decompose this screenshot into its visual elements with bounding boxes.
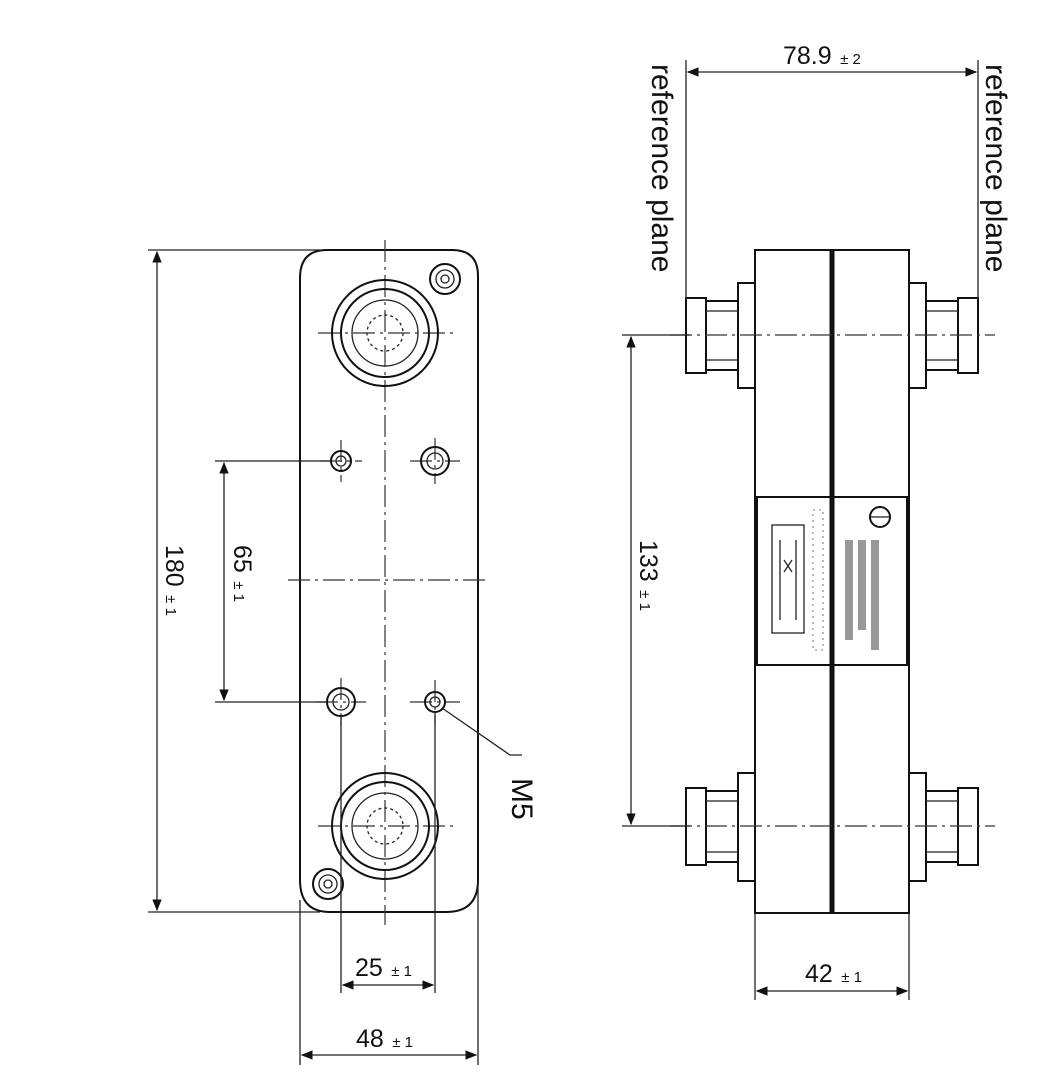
dim-height-value: 180	[160, 545, 188, 587]
side-label-plate	[756, 496, 908, 666]
dim-port-spacing-value: 133	[634, 540, 662, 582]
svg-text:48 ± 1: 48 ± 1	[356, 1025, 413, 1053]
svg-text:42 ± 1: 42 ± 1	[805, 960, 862, 988]
dim-depth-tol: ± 1	[841, 969, 862, 986]
dim-depth-42: 42 ± 1	[754, 913, 910, 1000]
dim-hole-x-tol: ± 1	[391, 963, 412, 980]
svg-text:78.9 ± 2: 78.9 ± 2	[783, 42, 861, 70]
m5-leader-line	[441, 707, 522, 756]
front-view: M5 180 ± 1 65 ± 1 2	[148, 240, 538, 1065]
dim-hole-spacing-tol: ± 1	[230, 581, 247, 602]
svg-text:65 ± 1: 65 ± 1	[228, 545, 256, 602]
dim-hole-x-25: 25 ± 1	[340, 712, 436, 993]
dim-height-180: 180 ± 1	[148, 249, 320, 913]
dim-hole-x-value: 25	[355, 954, 383, 982]
svg-text:180 ± 1: 180 ± 1	[160, 545, 188, 616]
corner-screw-top-right	[429, 263, 461, 295]
top-connector	[318, 279, 455, 387]
dim-width-value: 48	[356, 1025, 384, 1053]
ref-plane-left-label: reference plane	[645, 64, 678, 272]
svg-text:133 ± 1: 133 ± 1	[634, 540, 662, 611]
front-plate-outline	[299, 249, 479, 913]
dim-hole-spacing-value: 65	[228, 545, 256, 573]
svg-text:25 ± 1: 25 ± 1	[355, 954, 412, 982]
mount-hole-top-right	[410, 438, 460, 484]
dim-depth-value: 42	[805, 960, 833, 988]
dim-hole-spacing-65: 65 ± 1	[215, 460, 330, 703]
dim-ref-span-tol: ± 2	[840, 51, 861, 68]
dim-ref-span-value: 78.9	[783, 42, 832, 70]
dim-height-tol: ± 1	[162, 595, 179, 616]
corner-screw-bottom-left	[312, 868, 344, 900]
dim-port-spacing-tol: ± 1	[636, 590, 653, 611]
ref-plane-right-label: reference plane	[979, 64, 1012, 272]
dim-width-tol: ± 1	[392, 1034, 413, 1051]
side-connector-bottom-left	[685, 772, 756, 882]
side-view: reference plane reference plane 78.9 ± 2…	[622, 42, 1012, 1000]
side-connector-bottom-right	[908, 772, 979, 882]
dim-width-48: 48 ± 1	[299, 880, 479, 1065]
dim-port-spacing-133: 133 ± 1	[622, 334, 690, 827]
m5-label: M5	[505, 778, 538, 820]
dim-ref-span-78-9: 78.9 ± 2	[686, 42, 978, 77]
